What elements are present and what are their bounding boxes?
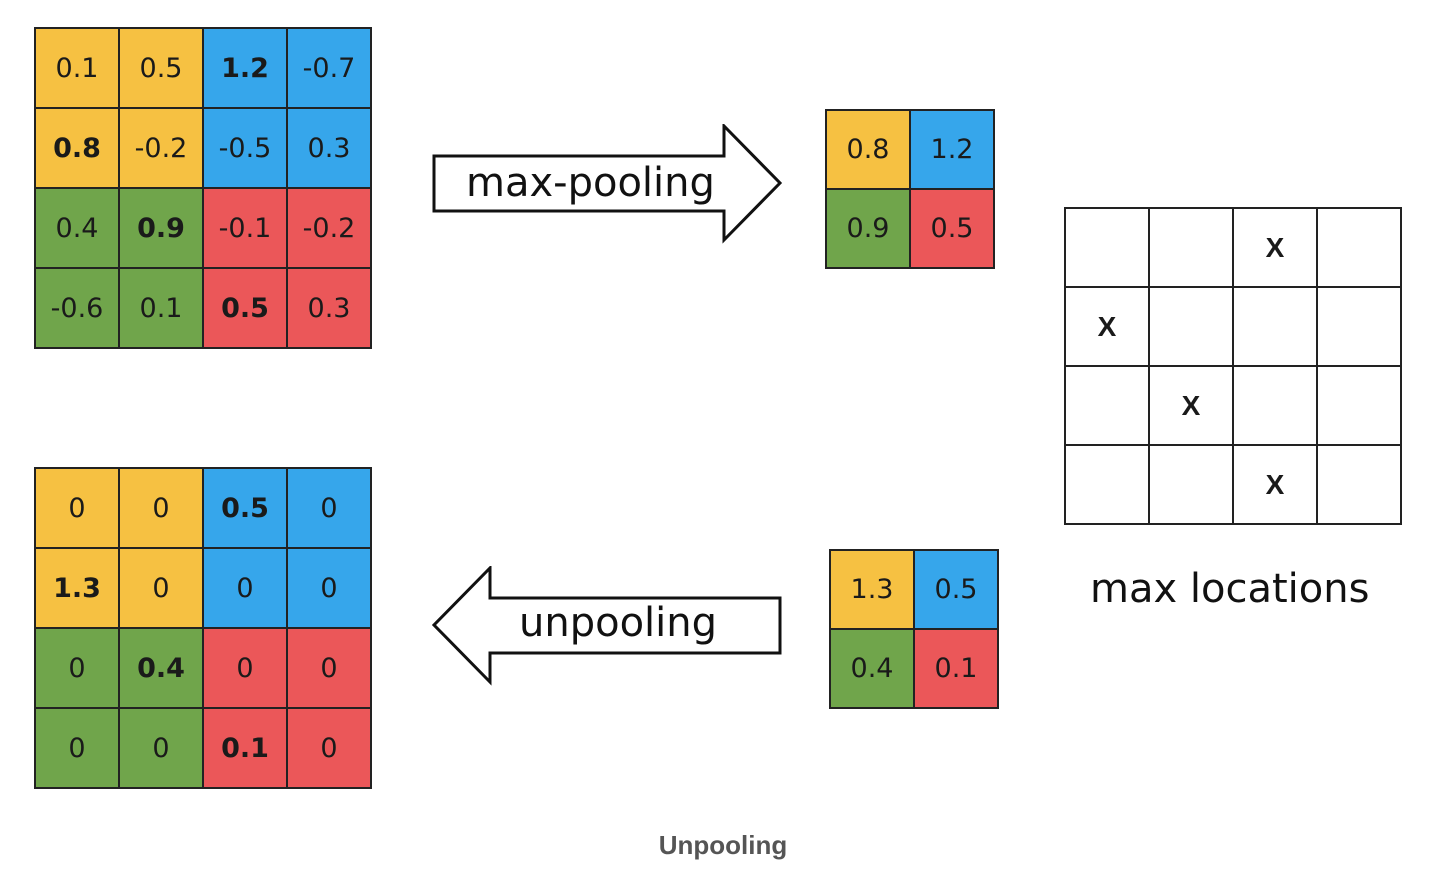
empty-cell [1232,365,1318,446]
matrix-cell: -0.2 [286,187,372,269]
unpooling-arrow [432,566,782,686]
matrix-cell: 0.4 [34,187,120,269]
max-locations-caption: max locations [1090,566,1370,612]
empty-cell [1064,365,1150,446]
matrix-cell: 0.9 [825,188,911,269]
matrix-cell: 0 [118,467,204,549]
matrix-cell: 0.9 [118,187,204,269]
matrix-cell: 0.4 [118,627,204,709]
matrix-cell: 0.1 [913,628,999,709]
max-location-marker: X [1064,286,1150,367]
matrix-cell: 0 [202,627,288,709]
empty-cell [1232,286,1318,367]
max-location-marker: X [1232,444,1318,525]
matrix-cell: -0.1 [202,187,288,269]
matrix-cell: 0.8 [34,107,120,189]
matrix-cell: 0 [118,547,204,629]
matrix-cell: 0 [286,707,372,789]
matrix-cell: 0 [286,467,372,549]
empty-cell [1148,444,1234,525]
unpooling-label: unpooling [519,600,718,646]
matrix-cell: 0.5 [202,267,288,349]
matrix-cell: 0.5 [913,549,999,630]
max-location-marker: X [1148,365,1234,446]
matrix-cell: 0 [34,627,120,709]
matrix-cell: 1.3 [829,549,915,630]
figure-caption: Unpooling [658,830,788,860]
matrix-row: X [1064,207,1402,288]
matrix-cell: 0 [286,627,372,709]
matrix-cell: 1.2 [202,27,288,109]
matrix-cell: 0.5 [202,467,288,549]
matrix-cell: 1.2 [909,109,995,190]
matrix-cell: 0.8 [825,109,911,190]
empty-cell [1316,207,1402,288]
empty-cell [1316,365,1402,446]
matrix-cell: -0.6 [34,267,120,349]
matrix-cell: 0 [34,467,120,549]
matrix-cell: 0.4 [829,628,915,709]
matrix-cell: 0.1 [118,267,204,349]
matrix-cell: 0.5 [909,188,995,269]
matrix-cell: 0.1 [34,27,120,109]
empty-cell [1316,286,1402,367]
matrix-row: X [1064,365,1402,446]
max-location-marker: X [1232,207,1318,288]
matrix-cell: 1.3 [34,547,120,629]
matrix-cell: 0.3 [286,107,372,189]
empty-cell [1148,286,1234,367]
matrix-cell: 0 [202,547,288,629]
matrix-cell: 0.5 [118,27,204,109]
matrix-cell: -0.7 [286,27,372,109]
matrix-row: X [1064,444,1402,525]
empty-cell [1064,207,1150,288]
matrix-cell: 0 [34,707,120,789]
max-pooling-label: max-pooling [466,160,715,206]
empty-cell [1148,207,1234,288]
matrix-cell: -0.5 [202,107,288,189]
matrix-cell: 0 [286,547,372,629]
matrix-row: X [1064,286,1402,367]
empty-cell [1064,444,1150,525]
empty-cell [1316,444,1402,525]
matrix-cell: 0.1 [202,707,288,789]
matrix-cell: 0 [118,707,204,789]
max-pooling-arrow [432,124,783,244]
matrix-cell: 0.3 [286,267,372,349]
matrix-cell: -0.2 [118,107,204,189]
